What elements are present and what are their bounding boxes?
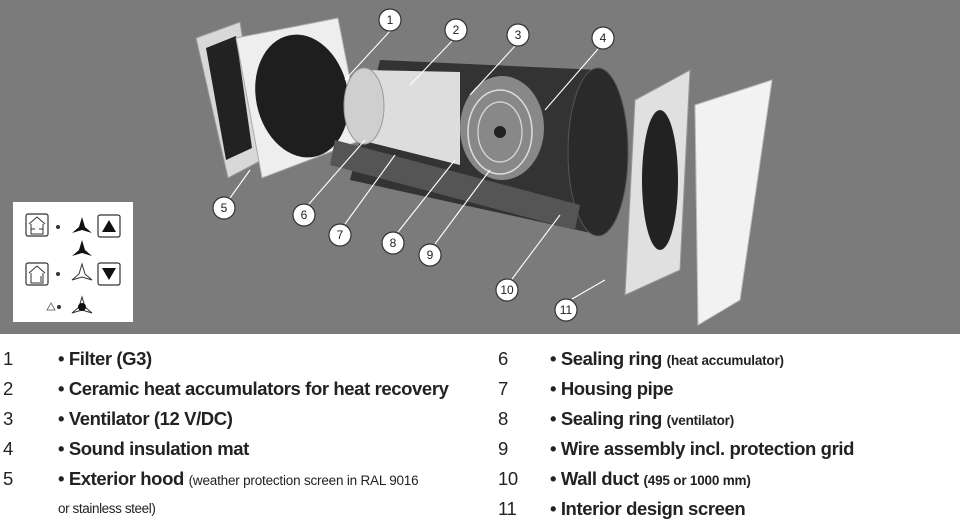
house-ventilation-icon — [25, 262, 49, 286]
legend-number: 1 — [3, 348, 13, 369]
legend-note: (495 or 1000 mm) — [643, 473, 751, 488]
legend-label: • Interior design screen — [550, 498, 746, 519]
legend-item-6: 6 • Sealing ring (heat accumulator) — [498, 344, 854, 374]
product-exploded-view: 1 2 3 4 5 6 7 8 9 10 11 — [0, 0, 960, 334]
legend-number: 7 — [498, 378, 508, 399]
svg-text:6: 6 — [301, 208, 308, 222]
fan-speed-low-icon — [71, 263, 93, 281]
legend-label: • Housing pipe — [550, 378, 674, 399]
leader-lines — [229, 30, 606, 300]
legend-item-10: 10 • Wall duct (495 or 1000 mm) — [498, 464, 854, 494]
legend-item-7: 7 • Housing pipe — [498, 374, 854, 404]
callout-6: 6 — [292, 203, 316, 227]
interior-design-screen — [624, 69, 773, 326]
fan-off-icon — [71, 296, 93, 314]
legend-note: (ventilator) — [666, 413, 735, 428]
legend-label: • Sealing ring — [550, 348, 662, 369]
legend-note-continued: or stainless steel) — [58, 501, 156, 516]
legend-label: • Sound insulation mat — [58, 438, 249, 459]
legend-label: • Exterior hood — [58, 468, 184, 489]
ventilator — [460, 76, 544, 180]
legend-note: (weather protection screen in RAL 9016 — [188, 473, 419, 488]
legend-label: • Wire assembly incl. protection grid — [550, 438, 855, 459]
callout-10: 10 — [495, 278, 519, 302]
svg-text:3: 3 — [515, 28, 522, 42]
legend-right: 6 • Sealing ring (heat accumulator) 7 • Ho… — [498, 344, 854, 524]
heat-accumulator — [343, 67, 460, 165]
callout-3: 3 — [506, 23, 530, 47]
callout-1: 1 — [378, 8, 402, 32]
svg-text:7: 7 — [337, 228, 344, 242]
svg-text:1: 1 — [387, 13, 394, 27]
legend-item-9: 9 • Wire assembly incl. protection grid — [498, 434, 854, 464]
svg-text:8: 8 — [390, 236, 397, 250]
legend-item-1: 1 • Filter (G3) — [3, 344, 449, 374]
legend-label: • Ceramic heat accumulators for heat rec… — [58, 378, 449, 399]
legend-label: • Filter (G3) — [58, 348, 152, 369]
legend-left: 1 • Filter (G3) 2 • Ceramic heat accumulat… — [3, 344, 449, 524]
legend-note: (heat accumulator) — [666, 353, 784, 368]
svg-text:9: 9 — [427, 248, 434, 262]
legend-number: 6 — [498, 348, 508, 369]
fan-speed-mid-icon — [72, 240, 92, 256]
callout-2: 2 — [444, 18, 468, 42]
legend-number: 3 — [3, 408, 13, 429]
house-heat-recovery-icon — [25, 213, 49, 237]
legend-item-2: 2 • Ceramic heat accumulators for heat re… — [3, 374, 449, 404]
callout-7: 7 — [328, 223, 352, 247]
svg-text:2: 2 — [453, 23, 460, 37]
exterior-hood — [195, 17, 363, 179]
fan-speed-high-icon — [72, 217, 92, 233]
legend-item-5: 5 • Exterior hood (weather protection scr… — [3, 464, 449, 494]
legend-number: 5 — [3, 468, 13, 489]
legend-number: 2 — [3, 378, 13, 399]
svg-text:11: 11 — [560, 303, 573, 317]
warning-icon — [46, 301, 56, 311]
legend-item-11: 11 • Interior design screen — [498, 494, 854, 524]
legend-label: • Ventilator (12 V/DC) — [58, 408, 233, 429]
svg-text:10: 10 — [500, 283, 514, 297]
legend-number: 4 — [3, 438, 13, 459]
svg-text:4: 4 — [600, 31, 607, 45]
legend-item-3: 3 • Ventilator (12 V/DC) — [3, 404, 449, 434]
down-button-icon[interactable] — [97, 262, 121, 286]
up-button-icon[interactable] — [97, 214, 121, 238]
svg-text:5: 5 — [221, 201, 228, 215]
legend-number: 11 — [498, 498, 517, 519]
legend-label: • Sealing ring — [550, 408, 662, 429]
callout-4: 4 — [591, 26, 615, 50]
callout-5: 5 — [212, 196, 236, 220]
control-panel — [13, 202, 133, 322]
callout-9: 9 — [418, 243, 442, 267]
callout-8: 8 — [381, 231, 405, 255]
legend-item-4: 4 • Sound insulation mat — [3, 434, 449, 464]
legend-number: 8 — [498, 408, 508, 429]
callout-11: 11 — [554, 298, 578, 322]
legend-label: • Wall duct — [550, 468, 639, 489]
legend-number: 10 — [498, 468, 518, 489]
legend-item-8: 8 • Sealing ring (ventilator) — [498, 404, 854, 434]
legend-number: 9 — [498, 438, 508, 459]
